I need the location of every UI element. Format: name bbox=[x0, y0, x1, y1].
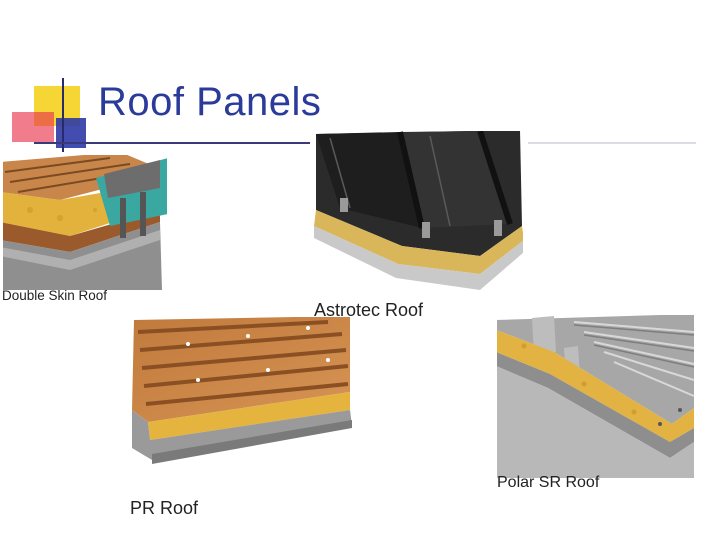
pr-roof-image bbox=[128, 314, 356, 470]
decor-red-square bbox=[12, 112, 54, 142]
double-skin-roof-image bbox=[0, 152, 170, 294]
decor-vertical-line bbox=[62, 78, 64, 154]
astrotec-roof-image bbox=[310, 128, 526, 302]
caption-polar-sr-roof: Polar SR Roof bbox=[497, 474, 600, 491]
title-underline-right bbox=[528, 142, 696, 144]
caption-pr-roof: PR Roof bbox=[130, 498, 199, 518]
polar-sr-roof-image bbox=[494, 312, 698, 484]
caption-double-skin-roof: Double Skin Roof bbox=[2, 288, 108, 303]
caption-astrotec-roof: Astrotec Roof bbox=[314, 300, 424, 320]
title-underline bbox=[34, 142, 310, 144]
slide-title: Roof Panels bbox=[98, 80, 322, 124]
